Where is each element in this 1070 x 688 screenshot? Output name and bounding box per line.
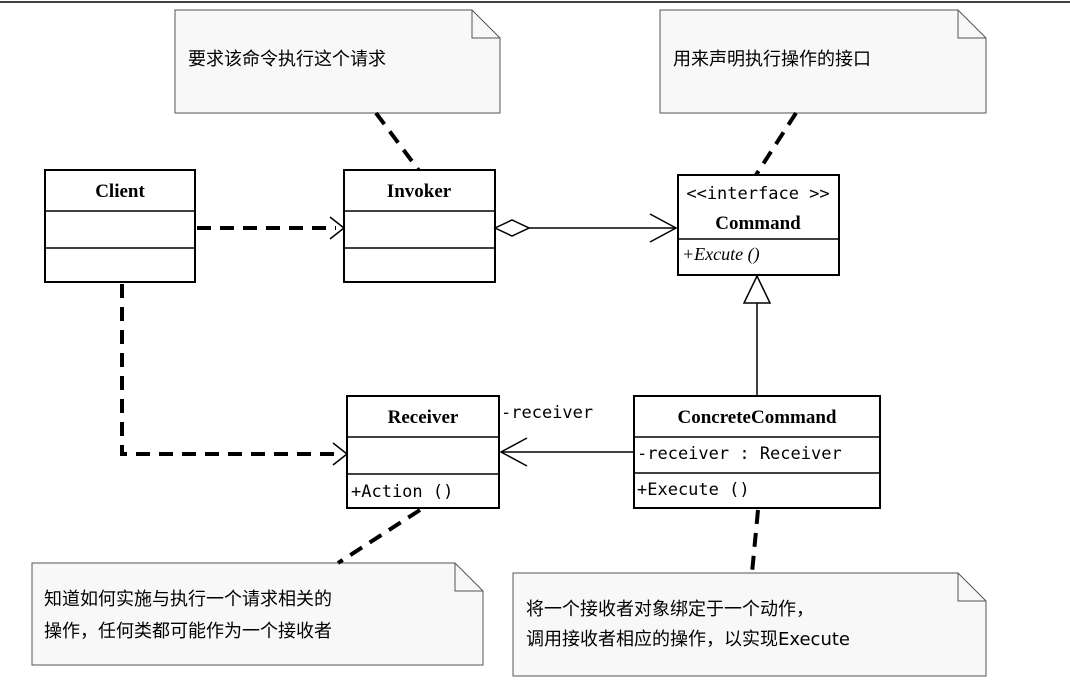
command-note-anchor xyxy=(754,111,798,177)
receiver-note-anchor xyxy=(336,508,422,565)
invoker-command-aggregation xyxy=(493,213,678,243)
class-receiver[interactable]: Receiver +Action () xyxy=(346,395,500,509)
concrete-note-line-1: 将一个接收者对象绑定于一个动作， xyxy=(526,599,814,620)
invoker-note: 要求该命令执行这个请求 xyxy=(174,9,501,114)
class-client[interactable]: Client xyxy=(44,169,196,283)
concrete-note-line-2: 调用接收者相应的操作，以实现Execute xyxy=(526,629,850,650)
receiver-operation: +Action () xyxy=(351,482,453,502)
invoker-name: Invoker xyxy=(387,181,452,202)
concrete-note-anchor xyxy=(750,509,760,574)
client-receiver-dependency xyxy=(120,284,349,466)
command-name: Command xyxy=(715,213,801,234)
invoker-note-anchor xyxy=(374,111,422,174)
receiver-note: 知道如何实施与执行一个请求相关的 操作，任何类都可能作为一个接收者 xyxy=(31,562,484,666)
receiver-name: Receiver xyxy=(388,407,459,428)
concrete-command-operation: +Execute () xyxy=(637,480,750,500)
concrete-receiver-association: -receiver xyxy=(499,403,634,467)
client-invoker-dependency xyxy=(197,216,346,240)
concrete-command-attribute: -receiver : Receiver xyxy=(637,444,842,464)
command-operation: +Excute () xyxy=(682,244,760,265)
invoker-note-text: 要求该命令执行这个请求 xyxy=(188,49,386,70)
concrete-command-note: 将一个接收者对象绑定于一个动作， 调用接收者相应的操作，以实现Execute xyxy=(512,572,987,677)
client-name: Client xyxy=(95,181,145,202)
receiver-note-line-1: 知道如何实施与执行一个请求相关的 xyxy=(44,589,332,610)
association-role-label: -receiver xyxy=(501,403,593,423)
class-command[interactable]: <<interface >> Command +Excute () xyxy=(677,174,840,276)
command-note: 用来声明执行操作的接口 xyxy=(659,9,987,114)
class-invoker[interactable]: Invoker xyxy=(343,169,496,283)
command-stereotype: <<interface >> xyxy=(686,184,829,204)
receiver-note-line-2: 操作，任何类都可能作为一个接收者 xyxy=(44,621,332,642)
class-concrete-command[interactable]: ConcreteCommand -receiver : Receiver +Ex… xyxy=(633,395,881,509)
concrete-command-generalization xyxy=(742,274,772,396)
concrete-command-name: ConcreteCommand xyxy=(677,407,836,428)
command-note-text: 用来声明执行操作的接口 xyxy=(673,49,871,70)
